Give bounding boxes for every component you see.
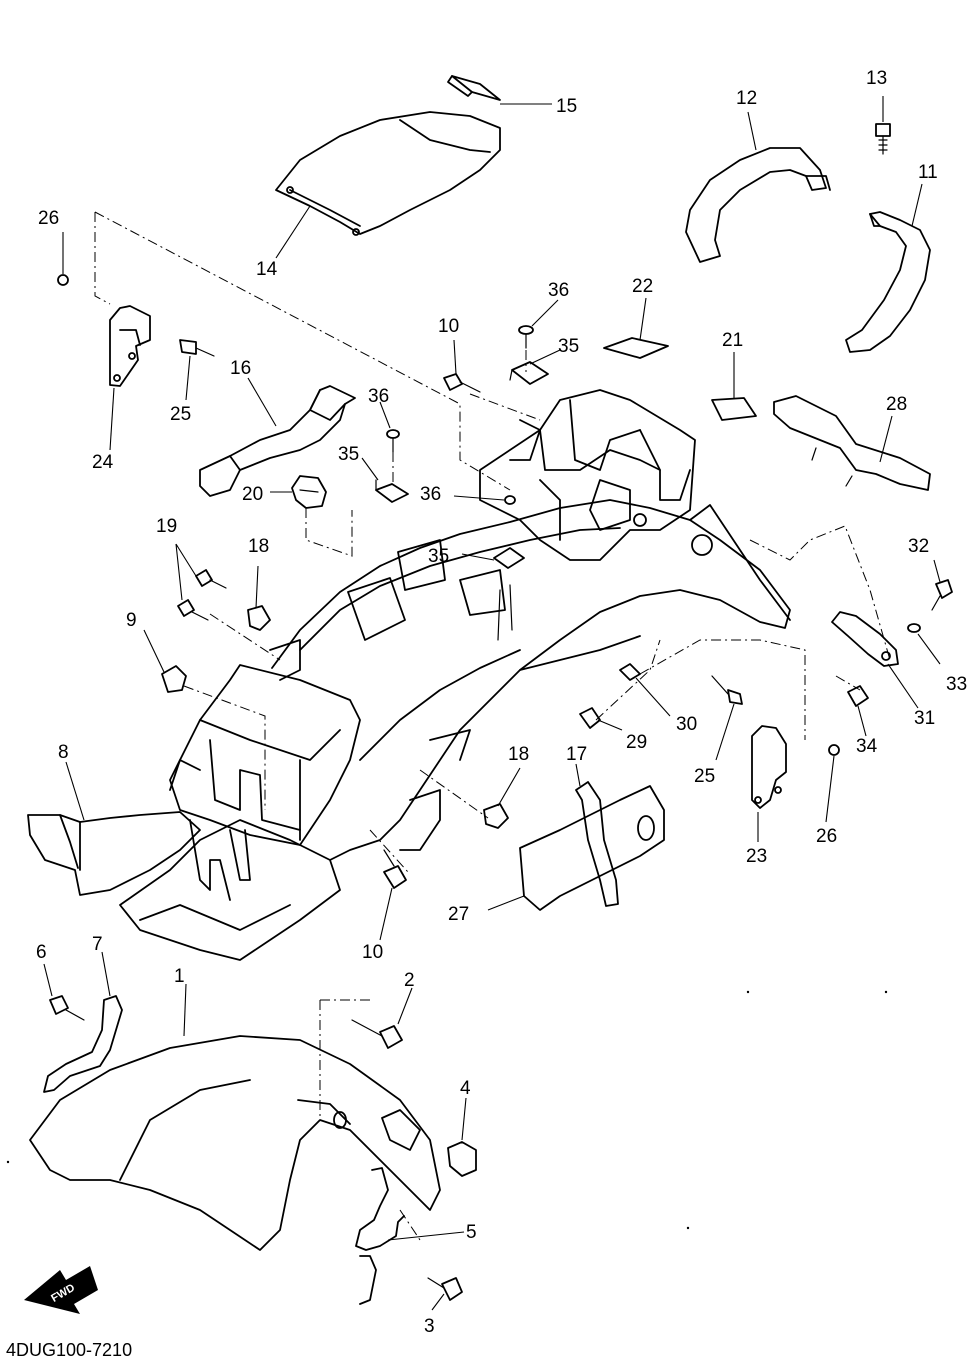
callout-34: 34 [856, 736, 878, 757]
callout-3: 3 [424, 1316, 435, 1337]
part-13-bolt [875, 123, 891, 155]
part-19-bolts [177, 569, 227, 621]
part-18-grommet-a [247, 605, 271, 631]
callout-2: 2 [404, 970, 415, 991]
part-4-grommet [447, 1141, 477, 1177]
part-25-screw-right [711, 675, 743, 705]
callout-5: 5 [466, 1222, 477, 1243]
battery-box [169, 664, 361, 846]
part-26-nut-top [57, 274, 69, 286]
callout-12: 12 [736, 88, 757, 109]
part-15-label [447, 75, 501, 101]
callout-20: 20 [242, 484, 263, 505]
callout-23: 23 [746, 846, 767, 867]
callout-15: 15 [556, 96, 577, 117]
part-25-screw-left [179, 339, 215, 357]
scan-specks [6, 990, 888, 1230]
callout-22: 22 [632, 276, 653, 297]
part-10-bolt-top [443, 373, 481, 393]
part-35-clip-c [493, 547, 525, 569]
part-21-pad [711, 397, 757, 421]
part-5-hose-guide [355, 1167, 405, 1305]
assembly-lines [94, 211, 891, 1241]
callout-35-top: 35 [558, 336, 579, 357]
part-9-nut [161, 665, 187, 693]
callout-4: 4 [460, 1078, 471, 1099]
callout-24: 24 [92, 452, 114, 473]
callout-28: 28 [886, 394, 907, 415]
callout-14: 14 [256, 259, 278, 280]
part-11-grab-bar [845, 211, 931, 353]
part-17-strap [575, 781, 619, 907]
callout-11: 11 [918, 162, 938, 183]
part-32-bolt [931, 579, 953, 611]
part-10-bolt-bottom [383, 849, 407, 889]
callout-35-mid: 35 [338, 444, 359, 465]
callout-19: 19 [156, 516, 177, 537]
lower-tray [119, 819, 341, 961]
callout-26-top: 26 [38, 208, 59, 229]
part-2-bolt [351, 1019, 403, 1049]
leader-lines [43, 96, 941, 1311]
callout-18-upper: 18 [248, 536, 269, 557]
part-16-strap [199, 385, 356, 497]
diagram-code: 4DUG100-7210 [6, 1340, 132, 1360]
callout-13: 13 [866, 68, 887, 89]
callout-labels: 15 14 12 13 11 26 24 25 16 10 36 35 22 2… [36, 68, 967, 1337]
callout-33: 33 [946, 674, 967, 695]
callout-6: 6 [36, 942, 47, 963]
rear-fender [269, 499, 791, 861]
callout-10-bottom: 10 [362, 942, 383, 963]
part-20-clamp [291, 475, 327, 509]
callout-31: 31 [914, 708, 935, 729]
part-27-tool-bag [519, 785, 665, 911]
part-1-front-fender [29, 1035, 441, 1251]
callout-25-right: 25 [694, 766, 715, 787]
callout-25-left: 25 [170, 404, 191, 425]
part-23-bracket [751, 725, 787, 809]
part-26-nut-right [828, 744, 840, 756]
part-14-cover [275, 111, 501, 236]
callout-29: 29 [626, 732, 647, 753]
callout-1: 1 [174, 966, 185, 987]
rear-fender-tray [479, 389, 696, 561]
callout-17: 17 [566, 744, 587, 765]
callout-9: 9 [126, 610, 137, 631]
part-18-grommet-b [483, 803, 509, 829]
forward-direction-arrow-icon: FWD [24, 1266, 98, 1314]
part-36-screw-c [504, 495, 516, 505]
part-35-clip-b [375, 479, 409, 503]
callout-18-lower: 18 [508, 744, 529, 765]
part-22-pad [603, 337, 669, 359]
part-12-grab-bar [685, 147, 831, 263]
part-36-screw-a [518, 325, 534, 349]
callout-27: 27 [448, 904, 469, 925]
callout-10-top: 10 [438, 316, 459, 337]
part-6-bolt [49, 995, 85, 1021]
part-36-screw-b [386, 429, 400, 453]
part-30-damper [619, 663, 641, 681]
part-28-bracket [773, 395, 931, 491]
callout-8: 8 [58, 742, 69, 763]
callout-7: 7 [92, 934, 103, 955]
callout-21: 21 [722, 330, 743, 351]
part-24-bracket [109, 305, 151, 387]
part-3-bolt [427, 1277, 463, 1301]
part-35-clip-a [509, 361, 549, 385]
callout-36-low: 36 [420, 484, 441, 505]
callout-35-low: 35 [428, 546, 449, 567]
part-7-stay [43, 995, 123, 1093]
part-29-nut [579, 707, 601, 729]
callout-36-mid: 36 [368, 386, 389, 407]
part-33-washer [907, 623, 921, 633]
part-8-mud-flap [27, 811, 201, 896]
callout-30: 30 [676, 714, 697, 735]
callout-36-top: 36 [548, 280, 569, 301]
callout-32: 32 [908, 536, 929, 557]
callout-16: 16 [230, 358, 251, 379]
part-31-bracket [831, 611, 899, 667]
callout-26-right: 26 [816, 826, 837, 847]
